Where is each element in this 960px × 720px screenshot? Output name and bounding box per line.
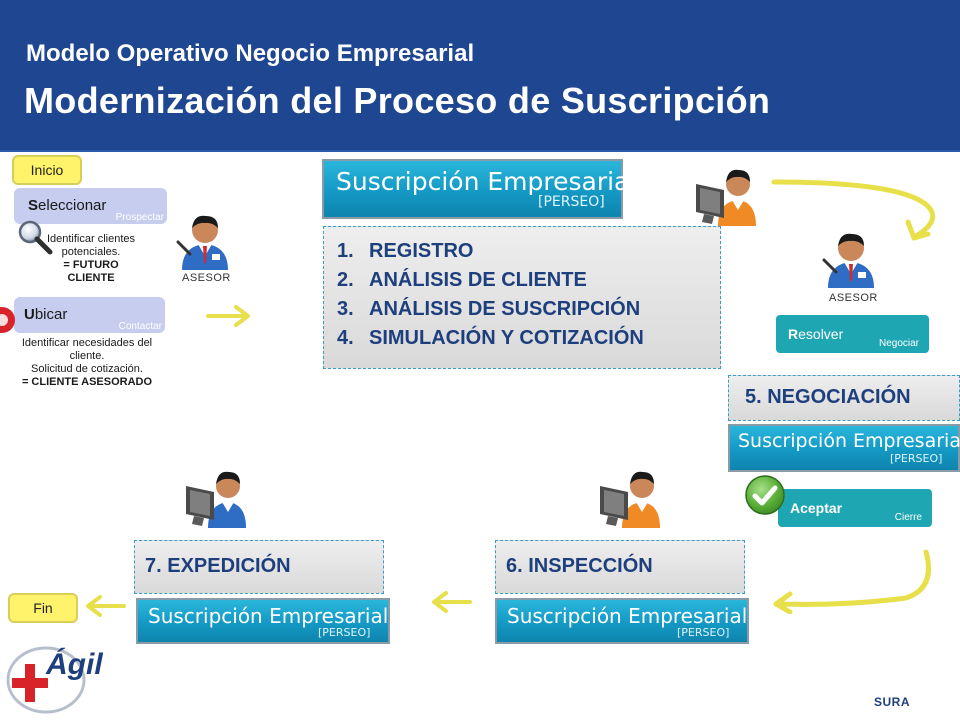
perseo-banner-right: Suscripción Empresarial [PERSEO] xyxy=(728,424,960,472)
aceptar-sublabel: Cierre xyxy=(894,512,922,523)
curved-arrow-top-right-icon xyxy=(771,179,936,241)
seleccionar-sublabel: Prospectar xyxy=(115,212,164,223)
ubicar-box[interactable]: Ubicar Contactar xyxy=(14,297,165,333)
arrow-left-icon-2 xyxy=(86,595,126,617)
perseo-banner-expedicion: Suscripción Empresarial [PERSEO] xyxy=(136,598,390,644)
negociacion-box: 5. NEGOCIACIÓN xyxy=(728,375,960,421)
perseo-banner-right-sub: [PERSEO] xyxy=(890,452,943,465)
resolver-sublabel: Negociar xyxy=(878,338,919,349)
page-subtitle: Modelo Operativo Negocio Empresarial xyxy=(26,40,475,67)
perseo-banner-title: Suscripción Empresarial xyxy=(336,167,637,196)
worker-computer-icon xyxy=(696,169,756,226)
start-pill[interactable]: Inicio xyxy=(12,155,82,185)
step-analisis-cliente: 2.ANÁLISIS DE CLIENTE xyxy=(337,269,587,291)
resolver-label: Resolver xyxy=(788,326,844,342)
agil-logo-icon xyxy=(6,646,86,714)
asesor-label-left: ASESOR xyxy=(182,272,231,284)
perseo-banner-inspeccion-title: Suscripción Empresarial xyxy=(507,604,748,628)
perseo-banner-expedicion-sub: [PERSEO] xyxy=(318,626,371,639)
worker-computer-bottom-left-icon xyxy=(186,471,246,528)
asesor-label-right: ASESOR xyxy=(829,292,878,304)
perseo-banner-expedicion-title: Suscripción Empresarial xyxy=(148,604,389,628)
step-analisis-suscripcion: 3.ANÁLISIS DE SUSCRIPCIÓN xyxy=(337,298,641,320)
sura-brand: SURA xyxy=(874,695,911,709)
end-label: Fin xyxy=(33,600,53,616)
perseo-banner-right-title: Suscripción Empresarial xyxy=(738,430,960,452)
asesor-figure-right-icon xyxy=(822,233,874,288)
magnifier-icon xyxy=(18,220,53,255)
step-registro: 1.REGISTRO xyxy=(337,240,474,262)
arrow-right-icon xyxy=(206,305,250,327)
perseo-banner-inspeccion-sub: [PERSEO] xyxy=(677,626,730,639)
inspeccion-label: 6. INSPECCIÓN xyxy=(506,555,653,577)
header-divider xyxy=(0,150,960,152)
contact-icon xyxy=(0,307,15,333)
expedicion-box: 7. EXPEDICIÓN xyxy=(134,540,384,594)
expedicion-label: 7. EXPEDICIÓN xyxy=(145,555,291,577)
negociacion-label: 5. NEGOCIACIÓN xyxy=(745,386,911,408)
ubicar-sublabel: Contactar xyxy=(118,321,162,332)
perseo-banner-sub: [PERSEO] xyxy=(538,194,605,210)
start-label: Inicio xyxy=(30,162,64,178)
seleccionar-description: Identificar clientes potenciales. = FUTU… xyxy=(46,233,136,284)
header-bar xyxy=(0,0,960,150)
main-steps-box: 1.REGISTRO 2.ANÁLISIS DE CLIENTE 3.ANÁLI… xyxy=(323,226,721,369)
inspeccion-box: 6. INSPECCIÓN xyxy=(495,540,745,594)
resolver-button[interactable]: Resolver Negociar xyxy=(776,315,929,353)
aceptar-label: Aceptar xyxy=(790,500,843,516)
asesor-figure-icon xyxy=(176,215,228,270)
aceptar-button[interactable]: Aceptar Cierre xyxy=(778,489,932,527)
worker-computer-bottom-mid-icon xyxy=(600,471,660,528)
seleccionar-label: Seleccionar xyxy=(28,197,107,214)
ubicar-label: Ubicar xyxy=(24,306,68,323)
ubicar-description: Identificar necesidades del cliente. Sol… xyxy=(21,337,153,388)
step-simulacion-cotizacion: 4.SIMULACIÓN Y COTIZACIÓN xyxy=(337,327,644,349)
check-icon xyxy=(745,475,785,515)
arrow-left-icon-1 xyxy=(432,591,472,613)
seleccionar-box[interactable]: Seleccionar Prospectar xyxy=(14,188,167,224)
agil-logo-text: Ágil xyxy=(46,648,103,681)
page-title: Modernización del Proceso de Suscripción xyxy=(24,80,771,121)
perseo-banner-inspeccion: Suscripción Empresarial [PERSEO] xyxy=(495,598,749,644)
end-pill[interactable]: Fin xyxy=(8,593,78,623)
perseo-banner-top: Suscripción Empresarial [PERSEO] xyxy=(322,159,636,219)
curved-arrow-bottom-right-icon xyxy=(773,549,931,614)
